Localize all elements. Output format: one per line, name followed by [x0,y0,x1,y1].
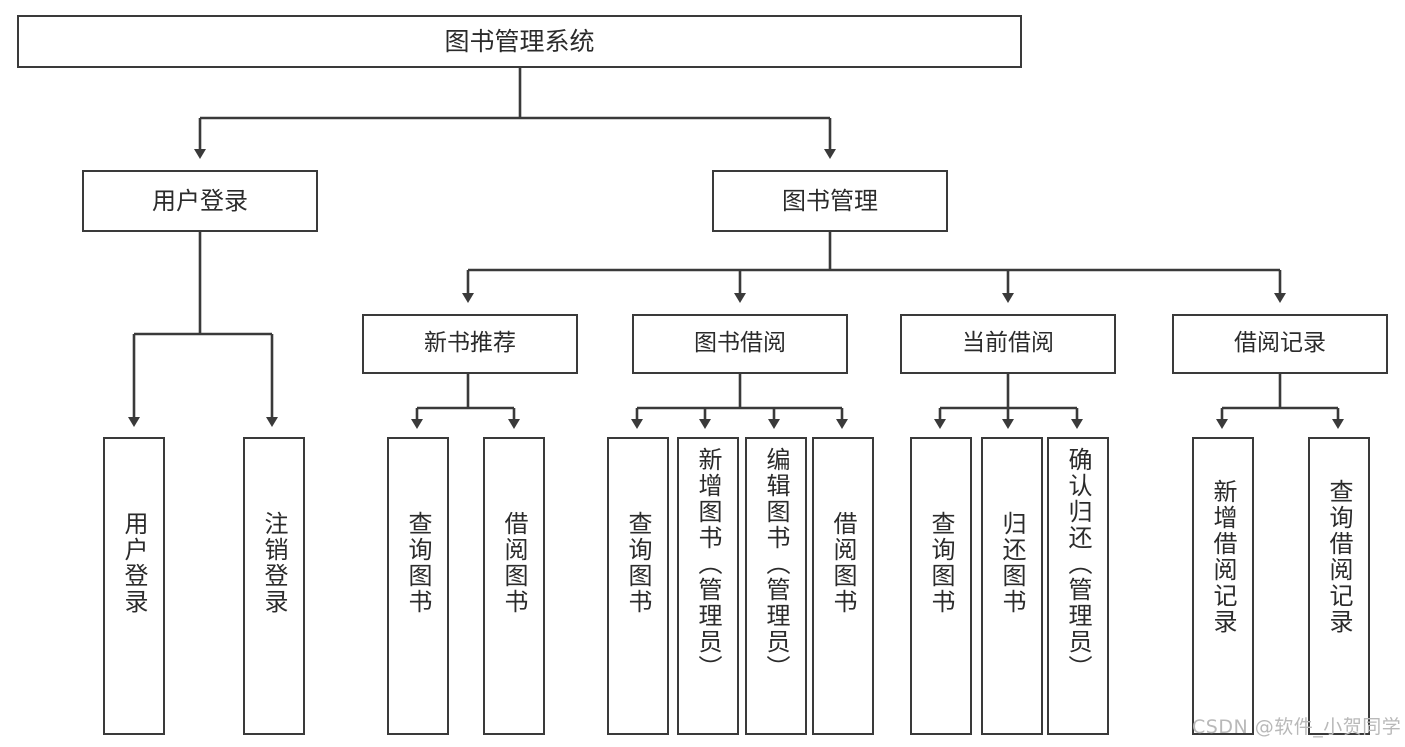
leaf-new-book-borrow[interactable]: 借阅图书 [483,437,545,735]
leaf-current-borrow-confirm[interactable]: 确认归还（管理员） [1047,437,1109,735]
node-current-borrow-label: 当前借阅 [962,330,1054,357]
node-borrow-records-label: 借阅记录 [1234,330,1326,357]
leaf-book-borrow-add[interactable]: 新增图书（管理员） [677,437,739,735]
leaf-current-borrow-return[interactable]: 归还图书 [981,437,1043,735]
node-book-borrow-label: 图书借阅 [694,330,786,357]
leaf-label: 新增借阅记录 [1209,479,1237,635]
node-book-borrow[interactable]: 图书借阅 [632,314,848,374]
leaf-new-book-query[interactable]: 查询图书 [387,437,449,735]
leaf-label: 查询借阅记录 [1325,479,1353,635]
node-user-login[interactable]: 用户登录 [82,170,318,232]
node-new-book-recommend[interactable]: 新书推荐 [362,314,578,374]
node-user-login-label: 用户登录 [152,186,248,215]
node-borrow-records[interactable]: 借阅记录 [1172,314,1388,374]
node-root[interactable]: 图书管理系统 [17,15,1022,68]
leaf-records-query[interactable]: 查询借阅记录 [1308,437,1370,735]
leaf-label: 编辑图书（管理员） [762,447,790,681]
leaf-label: 确认归还（管理员） [1064,447,1092,681]
leaf-label: 查询图书 [404,511,432,615]
leaf-book-borrow-borrow[interactable]: 借阅图书 [812,437,874,735]
node-book-management[interactable]: 图书管理 [712,170,948,232]
node-current-borrow[interactable]: 当前借阅 [900,314,1116,374]
node-book-management-label: 图书管理 [782,186,878,215]
leaf-book-borrow-edit[interactable]: 编辑图书（管理员） [745,437,807,735]
leaf-label: 新增图书（管理员） [694,447,722,681]
leaf-book-borrow-query[interactable]: 查询图书 [607,437,669,735]
leaf-user-login-logout[interactable]: 注销登录 [243,437,305,735]
leaf-label: 归还图书 [998,511,1026,615]
leaf-label: 借阅图书 [829,511,857,615]
leaf-label: 借阅图书 [500,511,528,615]
node-new-book-recommend-label: 新书推荐 [424,330,516,357]
leaf-label: 用户登录 [120,511,148,615]
leaf-label: 查询图书 [927,511,955,615]
leaf-records-add[interactable]: 新增借阅记录 [1192,437,1254,735]
leaf-label: 注销登录 [260,511,288,615]
leaf-label: 查询图书 [624,511,652,615]
leaf-current-borrow-query[interactable]: 查询图书 [910,437,972,735]
leaf-user-login-login[interactable]: 用户登录 [103,437,165,735]
node-root-label: 图书管理系统 [444,26,595,56]
